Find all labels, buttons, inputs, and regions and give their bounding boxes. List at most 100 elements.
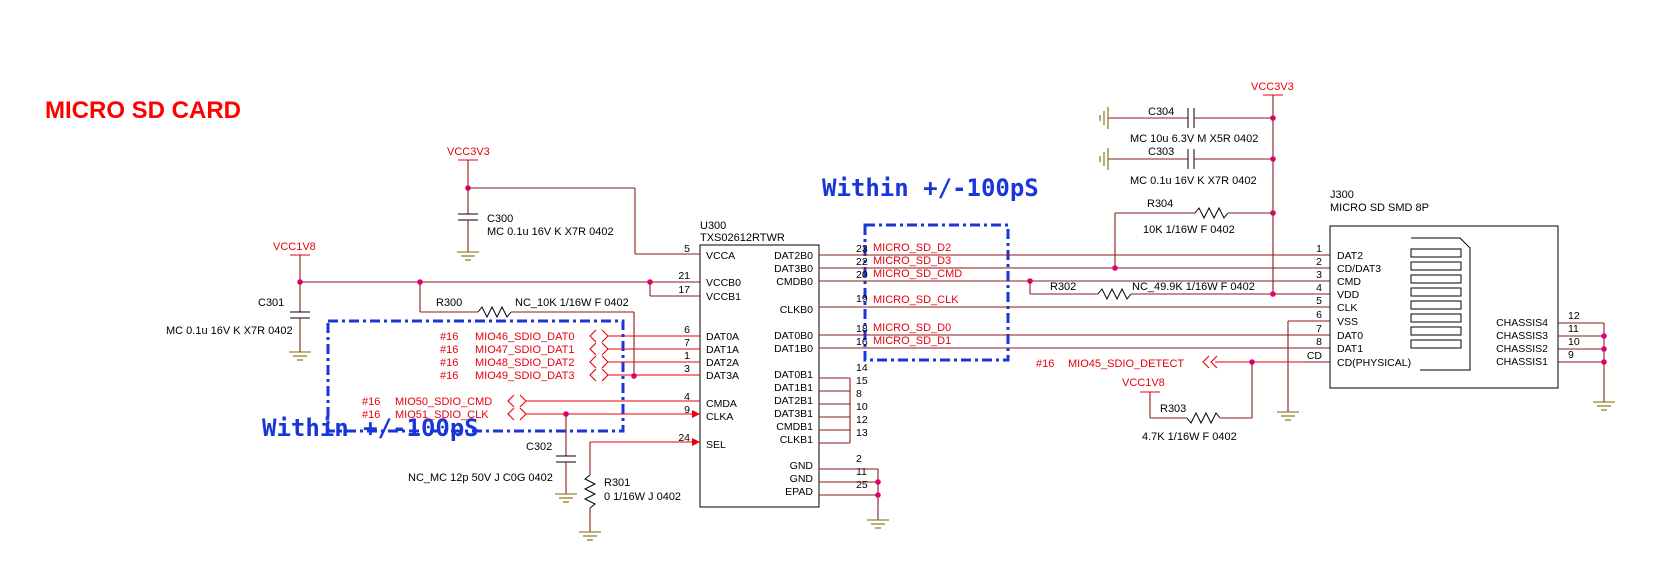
ground-icon <box>555 493 577 503</box>
c304-value: MC 10u 6.3V M X5R 0402 <box>1130 133 1258 145</box>
sheet-ref: #16 <box>440 370 458 382</box>
pin-name: GND <box>790 460 814 472</box>
sheet-ref: #16 <box>440 344 458 356</box>
pin-number: 7 <box>1316 323 1322 335</box>
r300-ref: R300 <box>436 297 462 309</box>
pin-number: 6 <box>684 324 690 336</box>
pin-name: CMD <box>1337 276 1361 288</box>
r301-ref: R301 <box>604 477 630 489</box>
timing-note-bottom: Within +/-100pS <box>262 414 479 442</box>
r301-value: 0 1/16W J 0402 <box>604 491 681 503</box>
pin-name: CLKB1 <box>780 434 813 446</box>
schematic-title: MICRO SD CARD <box>45 97 241 124</box>
pin-number: 3 <box>684 363 690 375</box>
detect-net-label: MIO45_SDIO_DETECT <box>1068 358 1184 370</box>
sd-net-labels: MICRO_SD_D2 MICRO_SD_D3 MICRO_SD_CMD MIC… <box>873 242 962 347</box>
r302-ref: R302 <box>1050 281 1076 293</box>
u300-ref: U300 <box>700 220 726 232</box>
pin-name: CHASSIS1 <box>1496 356 1548 368</box>
detect-sheet-ref: #16 <box>1036 358 1054 370</box>
pin-number: 20 <box>856 269 868 281</box>
u300-body <box>699 244 820 508</box>
pin-number: 1 <box>1316 243 1322 255</box>
sheet-ref: #16 <box>440 357 458 369</box>
j300-ref: J300 <box>1330 189 1354 201</box>
pin-name: CMDB0 <box>776 276 813 288</box>
timing-note-top: Within +/-100pS <box>822 174 1039 202</box>
vcc3v3-right-label: VCC3V3 <box>1251 81 1294 93</box>
u300-right-pins: 23 DAT2B0 22 DAT3B0 20 CMDB0 19 CLKB0 18… <box>774 243 868 498</box>
pin-name: VCCB1 <box>706 291 741 303</box>
pin-number: 14 <box>856 362 868 374</box>
sheet-ref: #16 <box>440 331 458 343</box>
net-label: MIO46_SDIO_DAT0 <box>475 331 574 343</box>
pin-number: 5 <box>684 243 690 255</box>
pin-name: DAT0 <box>1337 330 1363 342</box>
vcc1v8-right-label: VCC1V8 <box>1122 377 1165 389</box>
c303-ref: C303 <box>1148 146 1174 158</box>
pin-name: VCCB0 <box>706 277 741 289</box>
pin-name: VCCA <box>706 250 735 262</box>
pin-name: DAT1B1 <box>774 382 813 394</box>
left-net-labels: #16 MIO46_SDIO_DAT0 #16 MIO47_SDIO_DAT1 … <box>362 331 574 421</box>
net-label: MIO47_SDIO_DAT1 <box>475 344 574 356</box>
net-label: MICRO_SD_D2 <box>873 242 951 254</box>
pin-number: 17 <box>678 284 690 296</box>
pin-number: CD <box>1307 350 1323 362</box>
pin-name: CLKB0 <box>780 304 813 316</box>
pin-number: 5 <box>1316 295 1322 307</box>
c301-ref: C301 <box>258 297 284 309</box>
pin-name: VDD <box>1337 289 1360 301</box>
net-label: MICRO_SD_CMD <box>873 268 962 280</box>
u300-left-pins: 5 VCCA 21 VCCB0 17 VCCB1 6 DAT0A 7 DAT1A… <box>678 243 741 451</box>
net-label: MICRO_SD_D0 <box>873 322 951 334</box>
pin-number: 19 <box>856 293 868 305</box>
sheet-ref: #16 <box>362 396 380 408</box>
pin-number: 12 <box>1568 310 1580 322</box>
pin-name: EPAD <box>785 486 813 498</box>
u300-part: TXS02612RTWR <box>700 232 785 244</box>
pin-number: 8 <box>856 388 862 400</box>
pin-number: 11 <box>1568 323 1579 335</box>
r304-ref: R304 <box>1147 198 1173 210</box>
pin-number: 2 <box>856 453 862 465</box>
net-label: MICRO_SD_D3 <box>873 255 951 267</box>
pin-name: DAT2B1 <box>774 395 813 407</box>
c303-value: MC 0.1u 16V K X7R 0402 <box>1130 175 1257 187</box>
sd-card-contacts-icon <box>1410 248 1462 349</box>
c302-value: NC_MC 12p 50V J C0G 0402 <box>408 472 553 484</box>
ground-icon <box>457 251 479 261</box>
pin-number: 8 <box>1316 336 1322 348</box>
pin-number: 15 <box>856 375 868 387</box>
sheet-ref: #16 <box>362 409 380 421</box>
pin-number: 23 <box>856 243 868 255</box>
pin-number: 7 <box>684 337 690 349</box>
pin-number: 25 <box>856 479 868 491</box>
c302-ref: C302 <box>526 441 552 453</box>
pin-number: 24 <box>678 432 690 444</box>
vcc3v3-left-label: VCC3V3 <box>447 146 490 158</box>
r304-value: 10K 1/16W F 0402 <box>1143 224 1235 236</box>
pin-name: CMDA <box>706 398 737 410</box>
pin-name: CD/DAT3 <box>1337 263 1381 275</box>
pin-number: 10 <box>856 401 868 413</box>
net-label: MICRO_SD_D1 <box>873 335 951 347</box>
ground-icon <box>579 531 601 541</box>
net-label: MIO51_SDIO_CLK <box>395 409 489 421</box>
c304-ref: C304 <box>1148 106 1174 118</box>
ground-icon <box>1099 148 1109 170</box>
ground-icon <box>1277 411 1299 421</box>
pin-name: DAT2 <box>1337 250 1363 262</box>
pin-number: 6 <box>1316 309 1322 321</box>
pin-name: DAT0A <box>706 331 739 343</box>
c300-ref: C300 <box>487 213 513 225</box>
pin-name: CMDB1 <box>776 421 813 433</box>
pin-name: DAT3B1 <box>774 408 813 420</box>
pin-number: 3 <box>1316 269 1322 281</box>
net-label: MICRO_SD_CLK <box>873 294 959 306</box>
timing-group-box-left <box>326 319 625 433</box>
timing-group-box-right <box>863 223 1010 362</box>
pin-name: SEL <box>706 439 726 451</box>
j300-right-pins: 12 CHASSIS4 11 CHASSIS3 10 CHASSIS2 9 CH… <box>1496 310 1580 368</box>
